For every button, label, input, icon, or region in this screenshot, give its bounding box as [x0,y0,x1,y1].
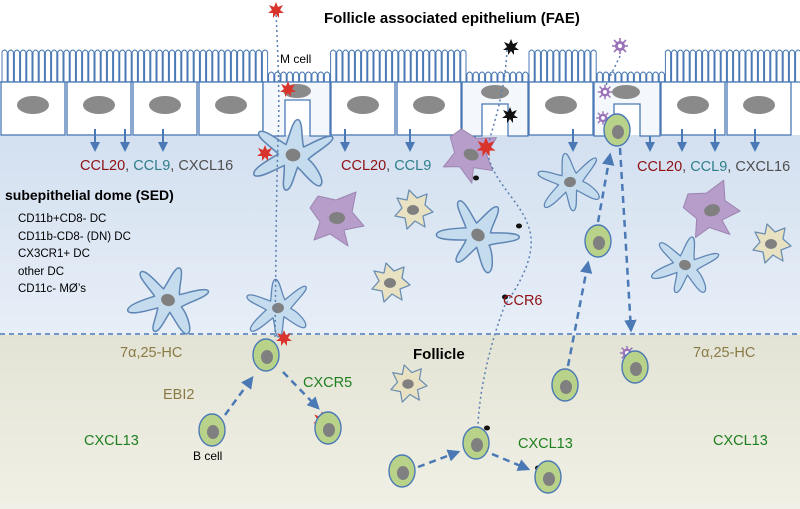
black-fragment [473,175,479,181]
b-cell [198,413,226,447]
cell-nucleus [413,96,445,114]
b-cell [388,454,416,488]
sed-region [0,135,800,335]
ccl20-label: CCL20 [341,158,387,174]
migration-arrow [566,260,593,367]
microvilli [0,49,800,83]
dc-type-item: CD11b+CD8- DC [18,213,107,225]
b-cell [462,426,490,460]
hc-right-label: 7α,25-HC [693,345,756,361]
cxcl13-right-label: CXCL13 [713,433,768,449]
m-cell-nucleus-3 [612,85,640,99]
b-cell [534,460,562,494]
antigen-purple-particle [597,84,613,100]
ccl20-label: CCL20 [80,158,126,174]
fae-title: Follicle associated epithelium (FAE) [324,10,580,27]
ccl20-label: CCL20 [637,159,683,175]
ebi2-label: EBI2 [163,387,195,403]
antigen-black-particle [503,39,519,55]
dc-type-item: other DC [18,265,65,278]
cell-nucleus [743,96,775,114]
cxcl16-label: CXCL16 [178,158,234,174]
cell-nucleus [17,96,49,114]
cxcl16-label: CXCL16 [735,159,791,175]
hc-left-label: 7α,25-HC [120,345,183,361]
b-cell [603,113,631,147]
migration-arrow [491,452,531,471]
antigen-purple-particle [611,37,629,55]
brush-border [1,49,800,82]
chemokines-middle: CCL20, CCL9 [341,158,432,174]
follicle-label: Follicle [413,346,465,363]
chemokines-left: CCL20, CCL9, CXCL16 [80,158,234,174]
cell-nucleus [83,96,115,114]
dc-type-item: CX3CR1+ DC [18,248,90,260]
ebi2-arrow [223,375,254,416]
b-cell [314,411,342,445]
dc-type-item: CD11b-CD8- (DN) DC [18,230,131,243]
b-cell [584,224,612,258]
black-fragment [502,294,508,300]
particle-path-black [477,49,532,426]
black-fragment [484,425,490,431]
cxcl13-mid-label: CXCL13 [518,436,573,452]
ccl9-label: CCL9 [133,158,171,174]
cell-nucleus [215,96,247,114]
migration-arrows [223,147,637,471]
b-cell [551,368,579,402]
ccl9-label: CCL9 [690,159,728,175]
cell-nucleus [545,96,577,114]
ccr6-label: CCR6 [503,293,543,309]
chemokines-right: CCL20, CCL9, CXCL16 [637,159,791,175]
dc-type-list: CD11b+CD8- DC CD11b-CD8- (DN) DC CX3CR1+… [18,211,131,299]
m-cell-nucleus-2 [481,85,509,99]
cell-nucleus [677,96,709,114]
m-cell-label: M cell [280,52,312,66]
cell-nucleus [347,96,379,114]
b-cell [621,350,649,384]
fae-epithelium [0,49,800,136]
b-cell-label: B cell [193,449,223,463]
cxcl13-left-label: CXCL13 [84,433,139,449]
cell-nucleus [149,96,181,114]
ccl9-label: CCL9 [394,158,432,174]
dc-type-item: CD11c- MØ’s [18,283,86,295]
cxcr5-arrow [282,371,320,410]
b-cell [252,338,280,372]
epithelial-cells [0,81,792,136]
cxcr5-label: CXCR5 [303,375,353,391]
particle-path-red [274,9,280,341]
sed-title: subepithelial dome (SED) [5,187,174,203]
migration-arrow [618,147,637,333]
black-fragment [516,223,522,229]
purple-path [605,55,621,86]
